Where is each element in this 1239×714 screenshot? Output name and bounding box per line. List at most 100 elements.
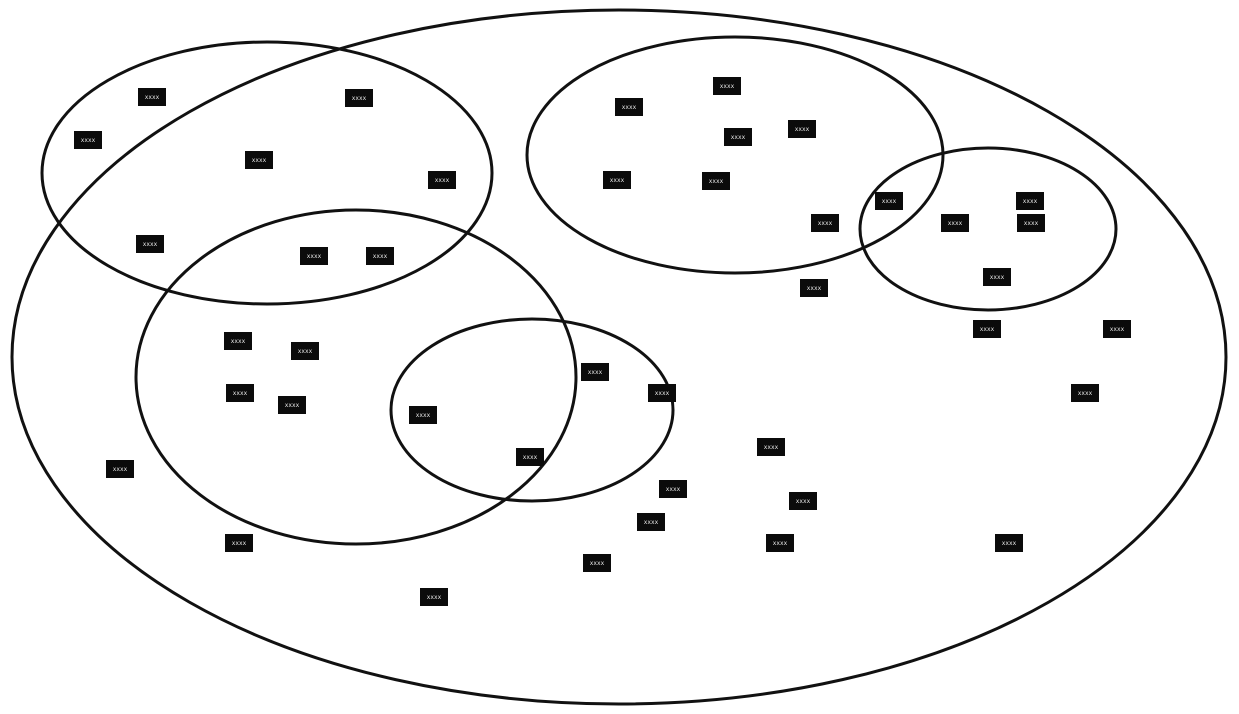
tag-28: xxxx — [409, 406, 437, 424]
tag-box — [136, 235, 164, 253]
tag-label: xxxx — [232, 540, 247, 547]
tag-6: xxxx — [136, 235, 164, 253]
tag-24: xxxx — [224, 332, 252, 350]
tag-8: xxxx — [366, 247, 394, 265]
tag-15: xxxx — [811, 214, 839, 232]
tag-label: xxxx — [818, 220, 833, 227]
tag-label: xxxx — [807, 285, 822, 292]
tag-10: xxxx — [713, 77, 741, 95]
tag-label: xxxx — [731, 134, 746, 141]
tag-label: xxxx — [622, 104, 637, 111]
tag-box — [995, 534, 1023, 552]
tag-label: xxxx — [81, 137, 96, 144]
tag-2: xxxx — [74, 131, 102, 149]
tag-label: xxxx — [773, 540, 788, 547]
tag-box — [278, 396, 306, 414]
tag-label: xxxx — [307, 253, 322, 260]
tag-17: xxxx — [941, 214, 969, 232]
tag-label: xxxx — [113, 466, 128, 473]
tag-box — [757, 438, 785, 456]
tag-36: xxxx — [789, 492, 817, 510]
tag-box — [724, 128, 752, 146]
tag-29: xxxx — [581, 363, 609, 381]
tag-label: xxxx — [709, 178, 724, 185]
tag-box — [788, 120, 816, 138]
tag-25: xxxx — [291, 342, 319, 360]
tag-box — [615, 98, 643, 116]
tag-5: xxxx — [428, 171, 456, 189]
tag-41: xxxx — [583, 554, 611, 572]
tag-label: xxxx — [373, 253, 388, 260]
tag-label: xxxx — [764, 444, 779, 451]
tag-20: xxxx — [983, 268, 1011, 286]
tag-1: xxxx — [138, 88, 166, 106]
tag-box — [1103, 320, 1131, 338]
tag-label: xxxx — [590, 560, 605, 567]
tag-13: xxxx — [603, 171, 631, 189]
tag-7: xxxx — [300, 247, 328, 265]
tag-19: xxxx — [1017, 214, 1045, 232]
tag-label: xxxx — [298, 348, 313, 355]
tag-box — [224, 332, 252, 350]
tag-40: xxxx — [995, 534, 1023, 552]
tag-label: xxxx — [948, 220, 963, 227]
tag-14: xxxx — [702, 172, 730, 190]
tag-label: xxxx — [720, 83, 735, 90]
tag-30: xxxx — [648, 384, 676, 402]
tag-label: xxxx — [352, 95, 367, 102]
tag-26: xxxx — [226, 384, 254, 402]
tag-label: xxxx — [882, 198, 897, 205]
set-right — [858, 146, 1118, 312]
tag-box — [581, 363, 609, 381]
set-center — [389, 317, 675, 503]
tag-34: xxxx — [757, 438, 785, 456]
tag-label: xxxx — [523, 454, 538, 461]
tag-38: xxxx — [225, 534, 253, 552]
set-middle-left — [134, 208, 578, 546]
tag-9: xxxx — [615, 98, 643, 116]
tag-box — [225, 534, 253, 552]
tag-box — [226, 384, 254, 402]
tag-33: xxxx — [106, 460, 134, 478]
tag-18: xxxx — [1016, 192, 1044, 210]
tag-35: xxxx — [659, 480, 687, 498]
tag-box — [941, 214, 969, 232]
tag-4: xxxx — [245, 151, 273, 169]
tag-box — [713, 77, 741, 95]
set-top-right — [525, 35, 945, 275]
tag-37: xxxx — [637, 513, 665, 531]
tag-label: xxxx — [145, 94, 160, 101]
tags-layer: xxxx xxxx xxxx xxxx xxxx xxxx xxxx xxxx xxxx xxxx… — [74, 77, 1131, 606]
tag-label: xxxx — [655, 390, 670, 397]
set-top-left — [40, 40, 494, 306]
tag-box — [659, 480, 687, 498]
tag-box — [420, 588, 448, 606]
tag-22: xxxx — [973, 320, 1001, 338]
tag-39: xxxx — [766, 534, 794, 552]
set-universe — [10, 8, 1228, 706]
tag-box — [789, 492, 817, 510]
tag-3: xxxx — [345, 89, 373, 107]
tag-box — [345, 89, 373, 107]
tag-label: xxxx — [231, 338, 246, 345]
tag-label: xxxx — [285, 402, 300, 409]
tag-32: xxxx — [516, 448, 544, 466]
tag-box — [702, 172, 730, 190]
tag-box — [1071, 384, 1099, 402]
tag-box — [106, 460, 134, 478]
tag-label: xxxx — [1078, 390, 1093, 397]
tag-label: xxxx — [610, 177, 625, 184]
tag-box — [74, 131, 102, 149]
tag-label: xxxx — [1023, 198, 1038, 205]
tag-box — [300, 247, 328, 265]
tag-box — [1016, 192, 1044, 210]
tag-box — [291, 342, 319, 360]
sets-layer — [10, 8, 1228, 706]
tag-box — [983, 268, 1011, 286]
tag-box — [366, 247, 394, 265]
tag-box — [811, 214, 839, 232]
tag-27: xxxx — [278, 396, 306, 414]
tag-label: xxxx — [435, 177, 450, 184]
tag-box — [1017, 214, 1045, 232]
tag-label: xxxx — [588, 369, 603, 376]
